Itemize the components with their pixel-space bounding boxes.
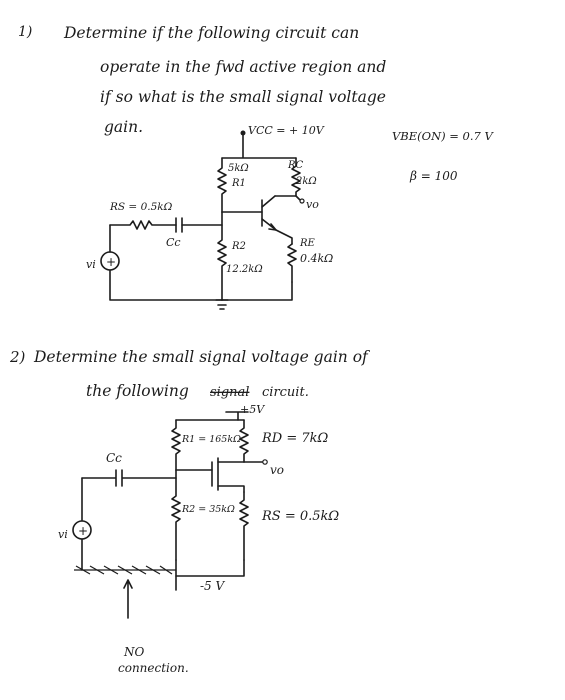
- beta-label: β = 100: [409, 169, 458, 183]
- rd-label: RD = 7kΩ: [261, 431, 329, 446]
- problem1-line4: gain.: [104, 118, 143, 136]
- problem1-line3: if so what is the small signal voltage: [100, 88, 386, 106]
- re-resistor: [287, 243, 297, 283]
- vcc-label: VCC = + 10V: [248, 124, 325, 137]
- svg-text:+: +: [106, 255, 116, 269]
- vo1-label: vo: [306, 198, 319, 211]
- rs1-resistor: [109, 220, 177, 230]
- r1-resistor: [217, 157, 227, 213]
- rs1-label: RS = 0.5kΩ: [109, 201, 173, 213]
- problem1-line2: operate in the fwd active region and: [100, 58, 386, 76]
- connection-label: connection.: [118, 661, 189, 675]
- r2b-resistor: [171, 469, 181, 561]
- problem1-number: 1): [18, 24, 32, 40]
- circuit2: +5V R1 = 165kΩ RD = 7kΩ vo R2 = 35kΩ RS …: [58, 403, 339, 619]
- problem2-line1: Determine the small signal voltage gain …: [33, 348, 371, 366]
- re-label: RE: [299, 238, 316, 249]
- problem2-number: 2): [9, 348, 26, 366]
- no-label: NO: [123, 645, 145, 659]
- problem2-scribble: signal: [210, 385, 249, 400]
- rc-resistor: [274, 157, 301, 197]
- bjt-leads: [261, 195, 277, 231]
- vi2-label: vi: [58, 528, 68, 541]
- rs2-resistor: [239, 491, 249, 561]
- r2-resistor: [217, 211, 227, 301]
- problem2-line2-end: circuit.: [262, 385, 309, 400]
- mosfet-leads: [217, 461, 245, 493]
- rd-resistor: [239, 419, 249, 463]
- vminus-label: -5 V: [200, 579, 226, 593]
- rc-label: RC: [287, 160, 304, 171]
- r1b-resistor: [171, 419, 181, 471]
- vo2-label: vo: [270, 463, 284, 477]
- re-value: 0.4kΩ: [300, 252, 333, 265]
- cc2-label: Cc: [106, 451, 122, 465]
- vplus-label: +5V: [240, 403, 265, 416]
- cc1-capacitor: [175, 217, 183, 233]
- svg-text:+: +: [78, 524, 88, 538]
- rs2-label: RS = 0.5kΩ: [261, 509, 339, 524]
- r2-label: R2: [231, 241, 246, 252]
- rc-value: 2kΩ: [295, 176, 317, 187]
- problem2-line2: the following: [86, 382, 189, 400]
- r1b-label: R1 = 165kΩ: [181, 434, 241, 445]
- r1-label: R1: [231, 178, 246, 189]
- r2-value: 12.2kΩ: [226, 264, 263, 275]
- cc1-label: Cc: [166, 236, 181, 249]
- problem1-line1: Determine if the following circuit can: [63, 24, 359, 42]
- r2b-label: R2 = 35kΩ: [181, 504, 235, 515]
- r1-value: 5kΩ: [228, 163, 249, 174]
- circuit1: VCC = + 10V 5kΩ R1 RC 2kΩ vo RE 0.4kΩ R2…: [86, 124, 333, 310]
- no-connection-arrow: [123, 579, 133, 619]
- vi1-label: vi: [86, 258, 96, 271]
- vbe-on-label: VBE(ON) = 0.7 V: [392, 129, 495, 143]
